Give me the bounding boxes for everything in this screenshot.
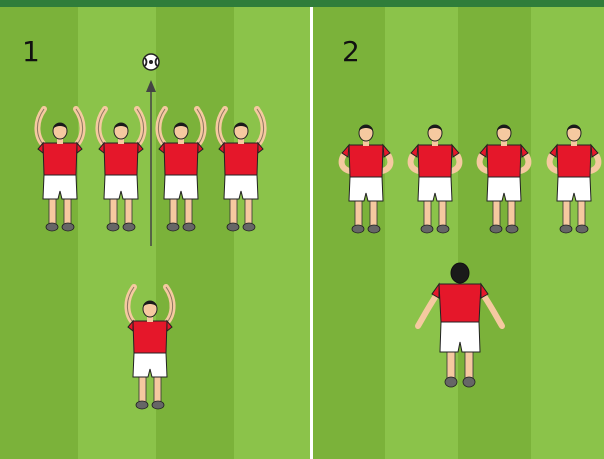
- player-thrower: [127, 287, 172, 409]
- player-back-view: [418, 263, 502, 387]
- soccer-ball-icon: [143, 54, 159, 70]
- player-4: [218, 109, 263, 231]
- player-1: [37, 109, 82, 231]
- player-5: [342, 125, 391, 233]
- player-2: [98, 109, 143, 231]
- player-6: [411, 125, 460, 233]
- player-7: [480, 125, 529, 233]
- up-arrow-icon: [146, 80, 156, 246]
- player-3: [158, 109, 203, 231]
- player-8: [550, 125, 599, 233]
